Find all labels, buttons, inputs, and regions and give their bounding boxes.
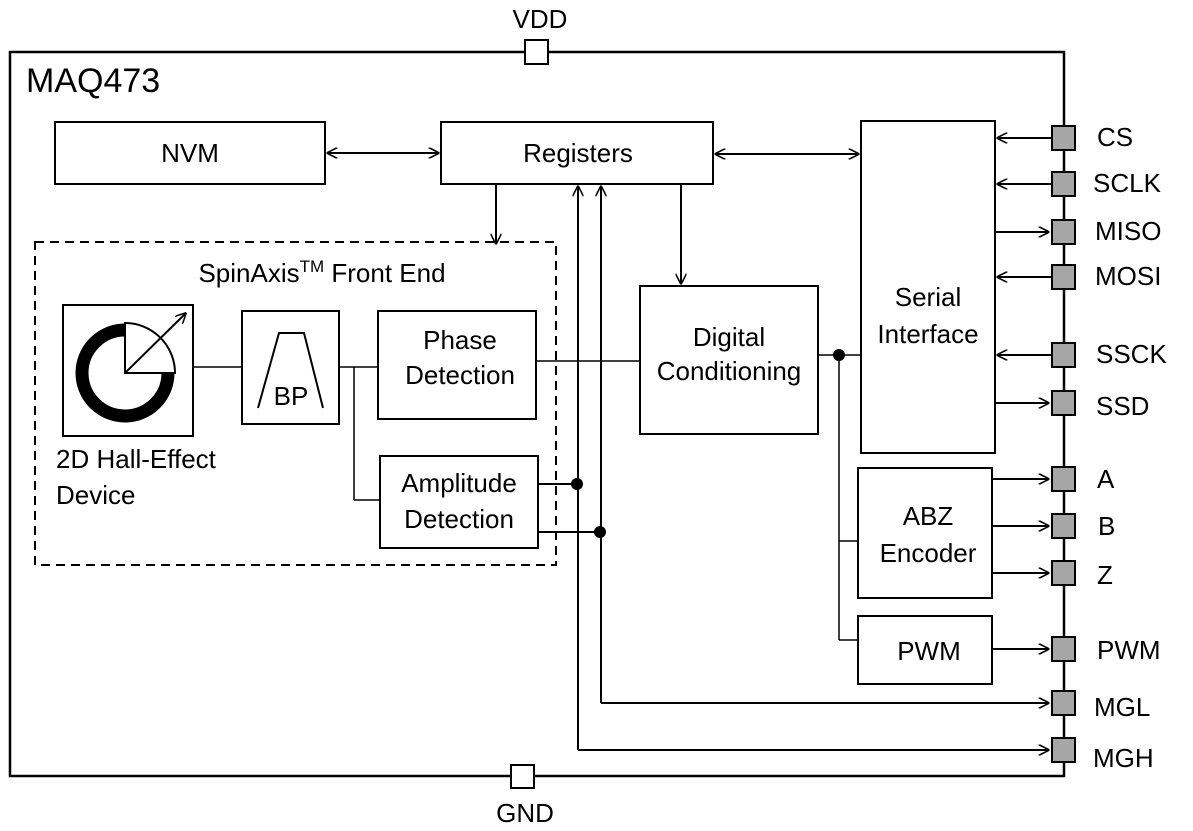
hall-vector-arrow-icon xyxy=(124,313,186,374)
pin-label-pwm: PWM xyxy=(1097,635,1161,665)
amp-label-line2: Detection xyxy=(404,504,514,534)
pin-label-ssd: SSD xyxy=(1096,391,1149,421)
pad-sclk[interactable] xyxy=(1051,171,1076,197)
pad-mgl[interactable] xyxy=(1051,690,1076,716)
amplitude-detection-block xyxy=(379,455,539,549)
phase-label-line1: Phase xyxy=(423,325,497,355)
pad-a[interactable] xyxy=(1051,466,1076,492)
nvm-block xyxy=(54,121,326,185)
digital-output-bus xyxy=(818,354,861,641)
pad-mosi[interactable] xyxy=(1051,264,1076,290)
pad-pwm[interactable] xyxy=(1051,636,1076,662)
abz-label-line2: Encoder xyxy=(880,538,977,568)
junction-dot-digital xyxy=(833,349,845,361)
pin-label-cs: CS xyxy=(1097,122,1133,152)
pad-ssck[interactable] xyxy=(1051,342,1076,368)
junction-dot-low xyxy=(594,526,606,538)
pad-z[interactable] xyxy=(1051,560,1076,586)
pin-label-sclk: SCLK xyxy=(1093,168,1162,198)
vdd-label: VDD xyxy=(513,4,568,34)
phase-detection-block xyxy=(377,310,537,420)
serial-interface-block xyxy=(860,120,996,454)
frontend-title: SpinAxisTM Front End xyxy=(198,257,445,288)
abz-encoder-block xyxy=(857,467,993,599)
serial-label-line2: Interface xyxy=(877,319,978,349)
pad-mgh[interactable] xyxy=(1051,737,1076,763)
amp-label-line1: Amplitude xyxy=(401,468,517,498)
nvm-label: NVM xyxy=(161,138,219,168)
pin-pads xyxy=(1051,125,1076,763)
pad-ssd[interactable] xyxy=(1051,390,1076,416)
pad-cs[interactable] xyxy=(1051,125,1076,151)
junction-dot-high xyxy=(571,478,583,490)
serial-label-line1: Serial xyxy=(895,282,961,312)
digital-label-line1: Digital xyxy=(693,322,765,352)
gnd-label: GND xyxy=(496,798,554,828)
pin-label-ssck: SSCK xyxy=(1096,339,1167,369)
registers-block xyxy=(440,121,714,185)
pad-b[interactable] xyxy=(1051,513,1076,539)
vdd-pad[interactable] xyxy=(524,39,549,65)
registers-label: Registers xyxy=(523,138,633,168)
gnd-pad[interactable] xyxy=(510,764,535,789)
pin-arrows xyxy=(992,138,1051,649)
hall-device-label-line1: 2D Hall-Effect xyxy=(56,444,217,474)
digital-label-line2: Conditioning xyxy=(657,356,802,386)
pin-label-mgh: MGH xyxy=(1093,743,1154,773)
frontend-box xyxy=(34,241,557,566)
hall-device-label-line2: Device xyxy=(56,480,135,510)
pin-label-miso: MISO xyxy=(1095,216,1161,246)
chip-name: MAQ473 xyxy=(26,62,160,100)
pin-label-mosi: MOSI xyxy=(1095,261,1161,291)
pin-label-b: B xyxy=(1098,511,1115,541)
pin-label-a: A xyxy=(1097,464,1115,494)
digital-conditioning-block xyxy=(639,285,819,435)
phase-label-line2: Detection xyxy=(405,360,515,390)
pin-label-z: Z xyxy=(1097,560,1113,590)
pad-miso[interactable] xyxy=(1051,219,1076,245)
frontend-wiring xyxy=(193,366,380,501)
bandpass-icon xyxy=(257,332,324,409)
abz-label-line1: ABZ xyxy=(903,501,954,531)
pin-label-mgl: MGL xyxy=(1094,692,1150,722)
pwm-block-label: PWM xyxy=(897,636,961,666)
bp-label: BP xyxy=(274,381,309,411)
